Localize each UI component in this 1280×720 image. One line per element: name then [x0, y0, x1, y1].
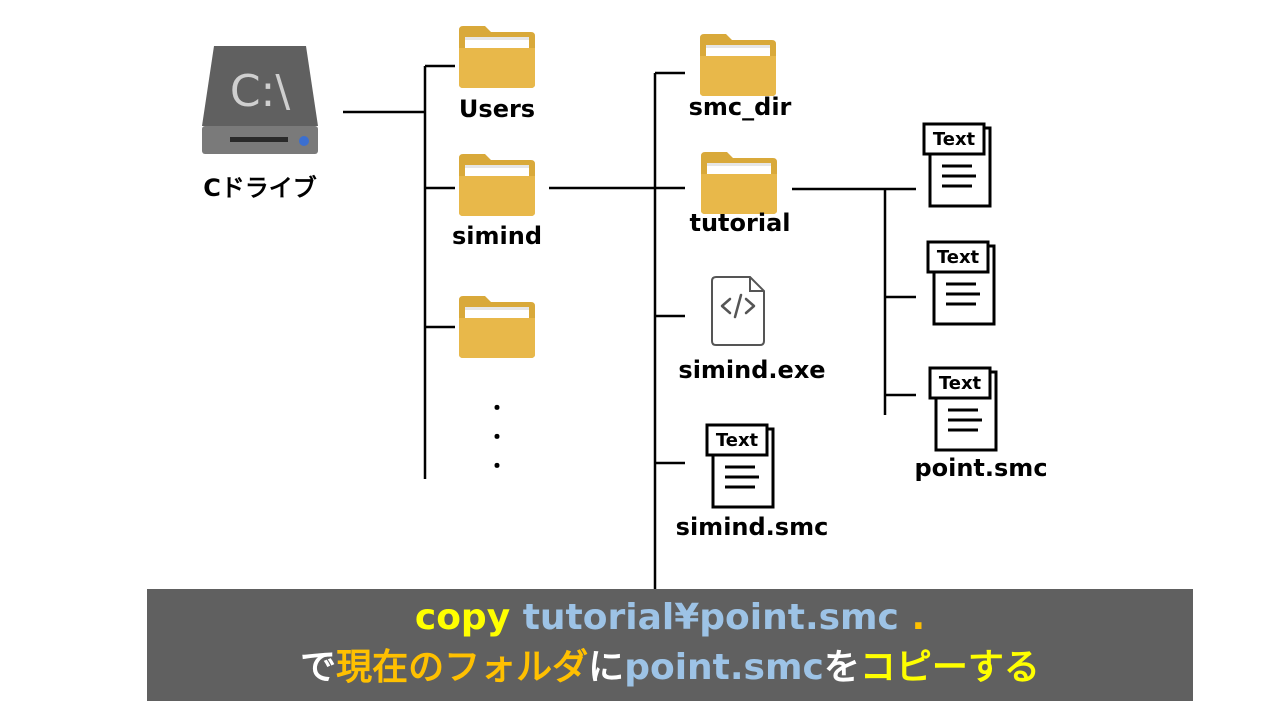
- folder-label-users: Users: [458, 95, 536, 123]
- ellipsis-dot: ・: [487, 396, 507, 420]
- drive-icon-text: C:\: [230, 66, 291, 117]
- banner-seg: コピーする: [859, 647, 1040, 688]
- file-label-simind-exe: simind.exe: [678, 356, 826, 384]
- text-file-icon-point-smc[interactable]: Text: [928, 364, 1000, 458]
- banner-seg: に: [588, 647, 625, 688]
- text-file-icon-simind-smc[interactable]: Text: [705, 421, 777, 515]
- command-banner: copy tutorial¥point.smc . で現在のフォルダにpoint…: [147, 589, 1193, 701]
- banner-line-1: copy tutorial¥point.smc .: [147, 593, 1193, 643]
- file-label-point-smc: point.smc: [914, 454, 1048, 482]
- banner-line-2: で現在のフォルダにpoint.smcをコピーする: [147, 643, 1193, 693]
- banner-seg: copy: [414, 597, 523, 638]
- banner-seg: を: [823, 647, 860, 688]
- folder-icon-other[interactable]: [459, 294, 535, 362]
- folder-label-tutorial: tutorial: [689, 209, 791, 237]
- file-label-simind-smc: simind.smc: [675, 513, 829, 541]
- text-file-tag: Text: [939, 373, 982, 394]
- folder-icon-smc-dir[interactable]: [700, 32, 776, 100]
- ellipsis-dot: ・: [487, 454, 507, 478]
- drive-icon[interactable]: C:\: [200, 44, 320, 156]
- banner-seg: tutorial¥point.smc: [522, 597, 899, 638]
- ellipsis-dots: ・ ・ ・: [487, 394, 507, 481]
- banner-seg: .: [898, 597, 926, 638]
- text-file-icon-2[interactable]: Text: [926, 238, 998, 332]
- banner-seg: 現在のフォルダ: [336, 647, 589, 688]
- text-file-tag: Text: [716, 430, 759, 451]
- banner-seg: point.smc: [624, 647, 824, 688]
- folder-icon-users[interactable]: [459, 24, 535, 92]
- banner-seg: で: [300, 647, 337, 688]
- text-file-tag: Text: [937, 247, 980, 268]
- folder-icon-tutorial[interactable]: [701, 150, 777, 218]
- folder-icon-simind[interactable]: [459, 152, 535, 220]
- drive-label: Cドライブ: [203, 174, 317, 202]
- code-file-icon[interactable]: [710, 275, 766, 351]
- text-file-icon-1[interactable]: Text: [922, 120, 994, 214]
- text-file-tag: Text: [933, 129, 976, 150]
- ellipsis-dot: ・: [487, 425, 507, 449]
- folder-label-smc-dir: smc_dir: [688, 93, 792, 121]
- folder-label-simind: simind: [451, 222, 543, 250]
